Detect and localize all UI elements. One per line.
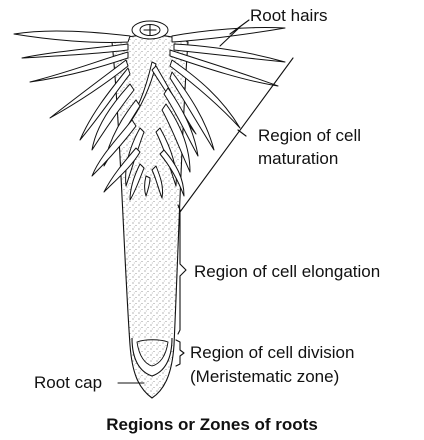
division-bracket [176, 340, 184, 366]
elongation-label: Region of cell elongation [194, 262, 380, 281]
root-hairs-label: Root hairs [250, 6, 327, 25]
division-label-line1: Region of cell division [190, 343, 354, 362]
figure-caption: Regions or Zones of roots [106, 415, 318, 434]
maturation-label-line1: Region of cell [258, 126, 361, 145]
maturation-label-line2: maturation [258, 149, 338, 168]
root-cross-section [132, 21, 168, 39]
division-label-line2: (Meristematic zone) [190, 367, 339, 386]
root-cap-label: Root cap [34, 373, 102, 392]
